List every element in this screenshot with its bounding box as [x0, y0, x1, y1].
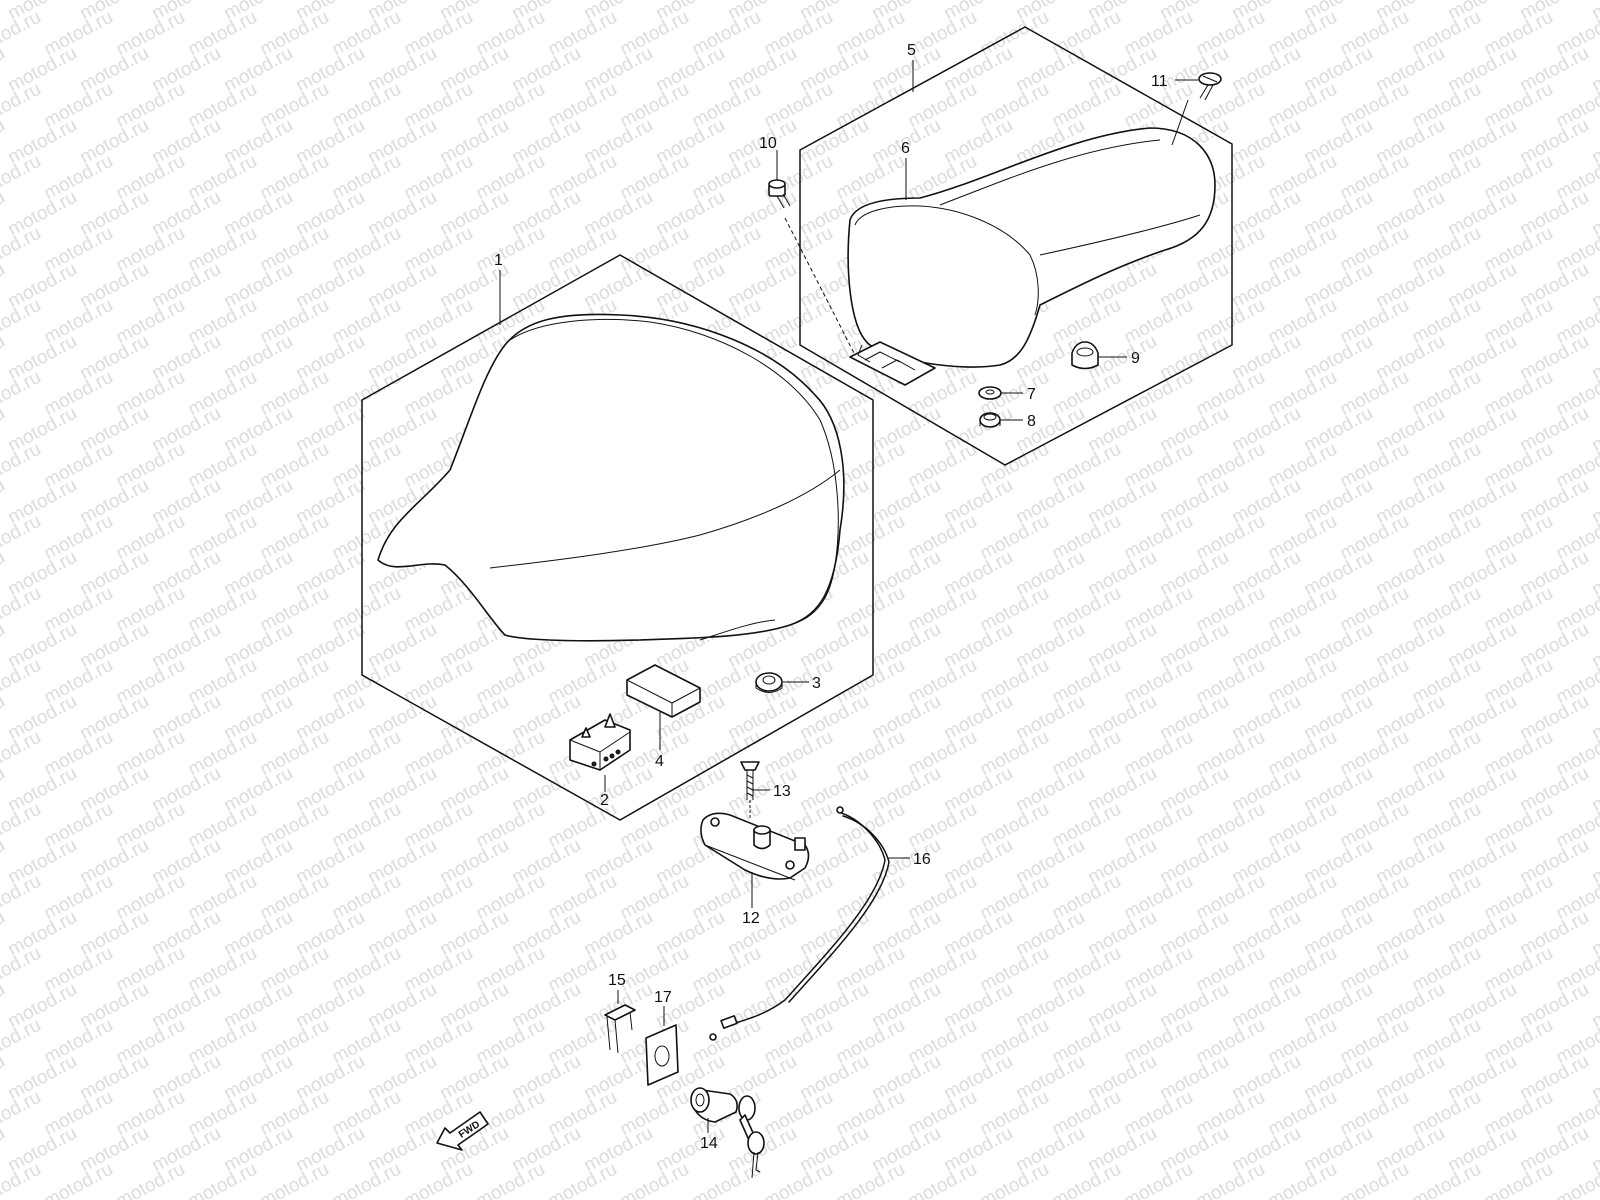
callout-3: 3 [812, 675, 821, 692]
callout-8: 8 [1027, 413, 1036, 430]
cushion-part-9 [1071, 341, 1099, 370]
callout-5: 5 [907, 42, 916, 59]
forward-direction-arrow: FWD [436, 1111, 489, 1151]
bracket-part-2 [569, 713, 631, 771]
damper-part-3 [755, 672, 783, 693]
leader-lines [499, 60, 1198, 1133]
clip-part-15 [604, 1004, 636, 1054]
callout-17: 17 [654, 989, 672, 1006]
screw-part-13 [740, 761, 760, 820]
callout-6: 6 [901, 140, 910, 157]
callout-10: 10 [759, 135, 777, 152]
washer-part-7 [978, 386, 1002, 400]
pad-part-4 [626, 664, 701, 718]
callout-15: 15 [608, 972, 626, 989]
front-seat-group-outline [361, 254, 874, 821]
callout-16: 16 [913, 851, 931, 868]
rear-seat-group-outline [799, 26, 1233, 466]
callout-14: 14 [700, 1135, 718, 1152]
front-seat-part-1 [377, 313, 845, 642]
screw-part-11 [1198, 72, 1222, 101]
callout-7: 7 [1027, 386, 1036, 403]
callout-12: 12 [742, 910, 760, 927]
cable-part-16 [709, 806, 890, 1041]
callout-9: 9 [1131, 350, 1140, 367]
callout-13: 13 [773, 783, 791, 800]
bolt-part-10 [768, 179, 791, 209]
callout-labels: 1 2 3 4 5 6 7 8 9 10 11 12 13 14 15 16 1… [494, 42, 1168, 1152]
lock-plate-part-17 [645, 1024, 679, 1086]
latch-part-12 [700, 812, 810, 881]
callout-1: 1 [494, 252, 503, 269]
lock-set-part-14 [690, 1087, 765, 1179]
nut-part-8 [979, 412, 1001, 428]
callout-2: 2 [600, 792, 609, 809]
callout-4: 4 [655, 753, 664, 770]
rear-seat-part-6 [847, 127, 1216, 386]
callout-11: 11 [1151, 73, 1168, 90]
